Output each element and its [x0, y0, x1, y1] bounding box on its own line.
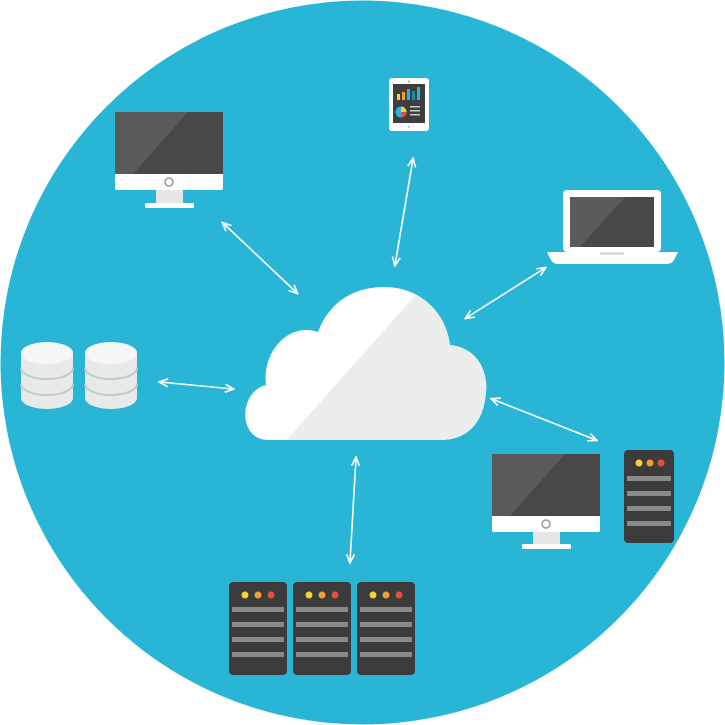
connections	[160, 159, 596, 562]
server-rack-icon	[229, 582, 415, 675]
desktop-monitor-icon	[115, 112, 223, 208]
arrow-cloud-database	[160, 382, 233, 389]
server-unit-3	[357, 582, 415, 675]
arrow-cloud-desktop-server	[492, 399, 596, 440]
tablet-icon	[389, 78, 429, 131]
arrow-cloud-server-rack	[350, 458, 356, 562]
cloud-icon	[245, 287, 487, 440]
server-unit-1	[229, 582, 287, 675]
server-unit-2	[293, 582, 351, 675]
database-cylinder-right	[84, 342, 138, 409]
desktop-monitor-right-icon	[492, 454, 600, 549]
desktop-and-server-icon	[492, 450, 674, 549]
arrow-cloud-laptop	[466, 268, 545, 318]
arrow-cloud-desktop	[223, 223, 297, 293]
server-tower-icon	[624, 450, 674, 543]
laptop-icon	[547, 190, 678, 264]
arrow-cloud-tablet	[395, 159, 413, 265]
database-cylinder-left	[20, 342, 74, 409]
database-icon	[20, 342, 138, 409]
